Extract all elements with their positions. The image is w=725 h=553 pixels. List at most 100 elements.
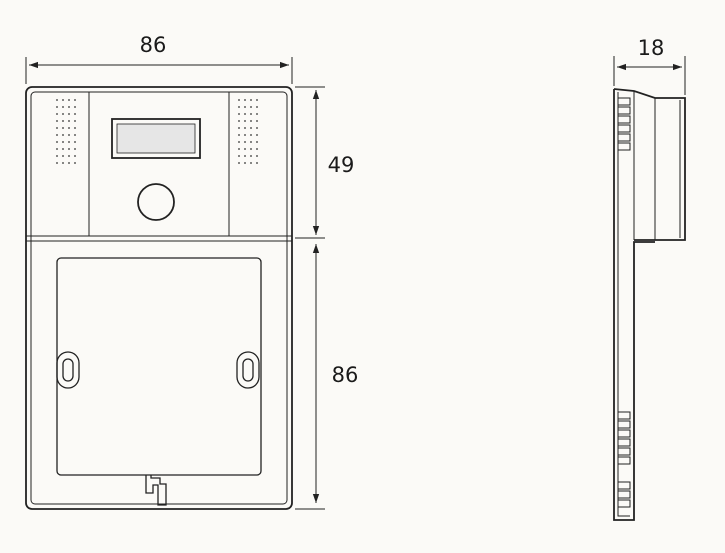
- grille-hole: [244, 155, 246, 157]
- grille-hole: [256, 162, 258, 164]
- dimension-side-depth: 18: [613, 36, 686, 95]
- grille-hole: [68, 134, 70, 136]
- grille-hole: [238, 127, 240, 129]
- grille-hole: [62, 120, 64, 122]
- grille-hole: [56, 120, 58, 122]
- grille-hole: [256, 113, 258, 115]
- grille-hole: [238, 155, 240, 157]
- side-back-plate-inner: [617, 92, 630, 517]
- grille-hole: [74, 113, 76, 115]
- grille-hole: [238, 134, 240, 136]
- camera-lens: [137, 183, 175, 221]
- grille-hole: [256, 141, 258, 143]
- mounting-slot-left-outer: [56, 351, 80, 389]
- grille-hole: [68, 141, 70, 143]
- side-ridge: [618, 490, 631, 499]
- grille-hole: [56, 155, 58, 157]
- mounting-slot-right: [242, 358, 254, 382]
- grille-hole: [74, 106, 76, 108]
- grille-hole: [68, 155, 70, 157]
- side-ridge: [618, 142, 631, 151]
- side-ridges-middle: [618, 411, 631, 465]
- outer-frame: [25, 86, 293, 510]
- grille-hole: [68, 99, 70, 101]
- side-ridge: [618, 447, 631, 456]
- grille-hole: [244, 106, 246, 108]
- grille-hole: [250, 155, 252, 157]
- grille-hole: [62, 148, 64, 150]
- bottom-clip: [145, 475, 167, 506]
- lower-height-label: 86: [332, 363, 359, 387]
- grille-hole: [62, 155, 64, 157]
- grille-hole: [74, 162, 76, 164]
- side-depth-label: 18: [638, 36, 665, 60]
- speaker-grille-left: [56, 99, 76, 164]
- grille-hole: [62, 106, 64, 108]
- grille-hole: [68, 106, 70, 108]
- side-ridges-top: [618, 97, 631, 151]
- grille-hole: [250, 120, 252, 122]
- grille-hole: [256, 120, 258, 122]
- dimension-upper-height: 49: [295, 86, 355, 239]
- grille-hole: [74, 134, 76, 136]
- mounting-slot-left: [62, 358, 74, 382]
- side-ridge: [618, 97, 631, 106]
- side-ridge: [618, 411, 631, 420]
- side-ridge: [618, 429, 631, 438]
- grille-hole: [56, 148, 58, 150]
- grille-hole: [238, 120, 240, 122]
- side-front-cover: [613, 88, 686, 241]
- grille-hole: [256, 155, 258, 157]
- grille-hole: [244, 113, 246, 115]
- grille-hole: [238, 148, 240, 150]
- grille-hole: [56, 141, 58, 143]
- grille-hole: [74, 120, 76, 122]
- grille-hole: [68, 148, 70, 150]
- grille-hole: [256, 99, 258, 101]
- grille-hole: [244, 162, 246, 164]
- grille-hole: [250, 113, 252, 115]
- upper-height-label: 49: [328, 153, 355, 177]
- display-screen-outer: [111, 118, 201, 159]
- grille-hole: [238, 141, 240, 143]
- grille-hole: [74, 155, 76, 157]
- side-ridge: [618, 481, 631, 490]
- grille-hole: [256, 134, 258, 136]
- grille-hole: [244, 141, 246, 143]
- grille-hole: [238, 99, 240, 101]
- grille-hole: [62, 127, 64, 129]
- grille-hole: [62, 162, 64, 164]
- side-ridge: [618, 438, 631, 447]
- grille-hole: [244, 148, 246, 150]
- grille-hole: [62, 99, 64, 101]
- grille-hole: [250, 148, 252, 150]
- grille-hole: [250, 141, 252, 143]
- side-ridge: [618, 499, 631, 508]
- grille-hole: [56, 106, 58, 108]
- grille-hole: [256, 106, 258, 108]
- grille-hole: [250, 106, 252, 108]
- grille-hole: [56, 162, 58, 164]
- grille-hole: [238, 162, 240, 164]
- grille-hole: [68, 162, 70, 164]
- grille-hole: [62, 113, 64, 115]
- speaker-grille-right: [238, 99, 258, 164]
- grille-hole: [56, 99, 58, 101]
- side-view: [613, 88, 686, 521]
- mounting-slot-right-outer: [236, 351, 260, 389]
- grille-hole: [74, 141, 76, 143]
- mounting-box: [56, 257, 262, 476]
- grille-hole: [68, 113, 70, 115]
- dimension-front-width: 86: [25, 33, 293, 84]
- grille-hole: [250, 162, 252, 164]
- grille-hole: [68, 120, 70, 122]
- side-ridge: [618, 456, 631, 465]
- display-screen: [116, 123, 196, 154]
- inner-frame: [30, 91, 288, 505]
- side-ridge: [618, 124, 631, 133]
- grille-hole: [250, 99, 252, 101]
- dimension-lower-height: 86: [295, 244, 359, 510]
- side-ridge: [618, 420, 631, 429]
- grille-hole: [244, 127, 246, 129]
